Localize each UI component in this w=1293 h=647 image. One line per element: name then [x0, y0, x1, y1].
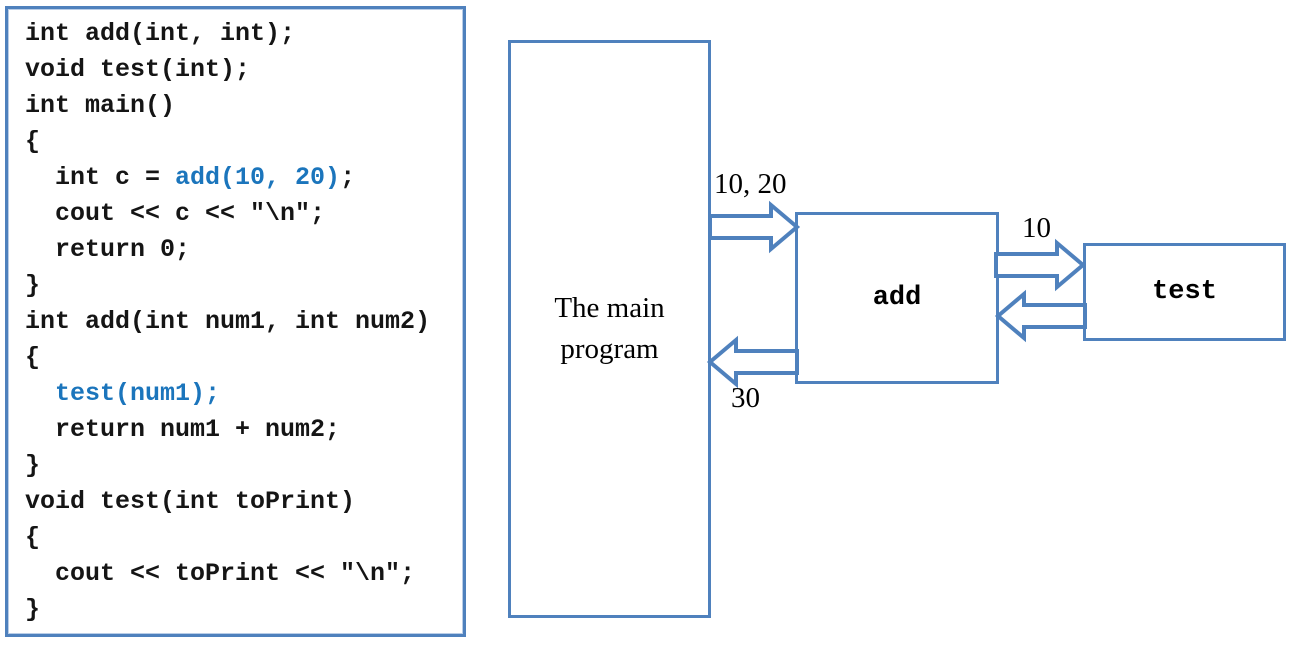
code-segment: test(num1); — [55, 379, 221, 408]
code-line: int add(int num1, int num2) — [25, 304, 463, 340]
code-line: cout << toPrint << "\n"; — [25, 556, 463, 592]
code-segment: return num1 + num2; — [25, 415, 341, 444]
label-return-value-30: 30 — [731, 382, 760, 414]
code-segment: cout << c << "\n"; — [25, 199, 326, 228]
code-line: void test(int toPrint) — [25, 484, 463, 520]
add-function-box: add — [795, 212, 999, 384]
code-segment: { — [25, 523, 41, 552]
arrow-main-to-add — [708, 200, 801, 254]
code-segment: int add(int num1, int num2) — [25, 307, 431, 336]
test-function-label: test — [1152, 277, 1217, 307]
code-segment: void test(int); — [25, 55, 251, 84]
code-segment: int c = — [25, 163, 176, 192]
code-line: } — [25, 592, 463, 628]
code-line: test(num1); — [25, 376, 463, 412]
code-line: return num1 + num2; — [25, 412, 463, 448]
code-segment: cout << toPrint << "\n"; — [25, 559, 416, 588]
main-program-label-line2: program — [560, 333, 659, 365]
code-segment: ; — [340, 163, 356, 192]
code-segment: { — [25, 343, 41, 372]
code-line: { — [25, 520, 463, 556]
code-segment: return 0; — [25, 235, 191, 264]
label-argument-10: 10 — [1022, 212, 1051, 244]
code-segment: add(10, 20) — [175, 163, 341, 192]
arrow-test-to-add — [994, 289, 1087, 343]
code-line: int c = add(10, 20); — [25, 160, 463, 196]
code-line: int add(int, int); — [25, 16, 463, 52]
code-segment: } — [25, 595, 41, 624]
code-block: int add(int, int); void test(int); int mai… — [8, 9, 463, 628]
code-line: cout << c << "\n"; — [25, 196, 463, 232]
code-segment: } — [25, 271, 41, 300]
arrow-add-to-main — [706, 335, 799, 389]
code-segment: void test(int toPrint) — [25, 487, 356, 516]
label-arguments-10-20: 10, 20 — [714, 168, 787, 200]
code-line: int main() — [25, 88, 463, 124]
code-segment — [25, 379, 55, 408]
code-segment: int add(int, int); — [25, 19, 296, 48]
code-segment: { — [25, 127, 41, 156]
code-line: } — [25, 268, 463, 304]
code-line: void test(int); — [25, 52, 463, 88]
code-panel: int add(int, int); void test(int); int mai… — [5, 6, 466, 637]
main-program-box: The main program — [508, 40, 711, 618]
test-function-box: test — [1083, 243, 1286, 341]
main-program-label: The main program — [511, 288, 708, 370]
code-segment: } — [25, 451, 41, 480]
code-segment: int main() — [25, 91, 176, 120]
code-line: } — [25, 448, 463, 484]
code-line: return 0; — [25, 232, 463, 268]
arrow-add-to-test — [994, 238, 1087, 292]
code-line: { — [25, 340, 463, 376]
add-function-label: add — [872, 283, 922, 313]
code-line: { — [25, 124, 463, 160]
main-program-label-line1: The main — [554, 292, 665, 324]
